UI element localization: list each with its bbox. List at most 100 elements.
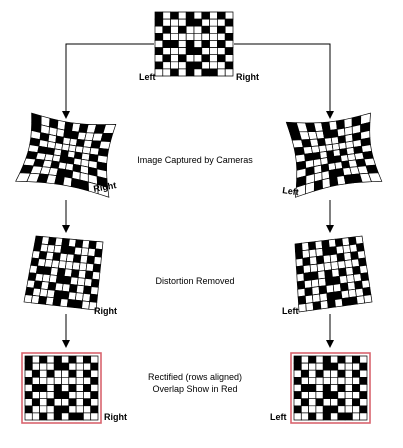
grid-cell-empty [217,32,226,41]
grid-cell-filled [24,376,33,385]
grid-cell-filled [193,18,203,27]
grid-cell-empty [347,281,356,291]
grid-cell-empty [224,68,234,77]
grid-cell-empty [330,369,339,378]
grid-cell-empty [337,260,346,270]
grid-cell-empty [344,362,353,371]
grid-cell-empty [319,292,328,302]
rectified-caption-line2: Overlap Show in Red [152,384,237,394]
grid-cell-filled [154,32,164,41]
grid-cell-empty [308,362,317,371]
grid-cell-empty [308,391,317,400]
grid-cell-filled [89,293,98,303]
grid-cell-filled [302,257,311,267]
grid-cell-filled [83,355,92,364]
grid-cell-empty [67,291,77,301]
grid-cell-empty [178,11,187,20]
grid-cell-empty [87,247,96,257]
grid-cell-empty [154,68,164,77]
grid-cell-empty [334,298,344,308]
rectified-right-label: Right [104,412,127,422]
grid-cell-filled [39,355,48,364]
grid-cell-empty [201,61,210,70]
grid-cell-filled [94,248,103,258]
grid-cell-filled [337,355,346,364]
grid-cell-filled [355,242,365,252]
grid-cell-empty [300,391,309,400]
grid-cell-empty [193,11,203,20]
grid-cell-empty [224,11,234,20]
captured-caption: Image Captured by Cameras [137,155,253,165]
grid-cell-filled [53,405,62,414]
grid-cell-empty [328,120,338,131]
grid-cell-filled [154,47,164,56]
grid-cell-empty [170,47,179,56]
grid-cell-empty [178,18,187,27]
grid-cell-filled [170,11,179,20]
grid-cell-empty [352,391,361,400]
grid-cell-empty [337,391,346,400]
grid-cell-empty [53,398,62,407]
grid-cell-filled [68,369,77,378]
grid-cell-filled [304,287,313,297]
grid-cell-filled [83,369,92,378]
source-calibration-grid [154,11,234,77]
grid-cell-empty [39,369,48,378]
grid-cell-empty [61,283,71,293]
grid-cell-filled [24,391,33,400]
grid-cell-filled [185,68,195,77]
grid-cell-empty [330,398,339,407]
rectified-left-grid [24,355,99,421]
grid-cell-empty [315,391,324,400]
grid-cell-empty [61,398,70,407]
grid-cell-filled [53,384,62,392]
grid-cell-empty [332,283,342,293]
grid-cell-empty [359,355,368,364]
grid-cell-empty [90,355,99,364]
grid-cell-empty [81,300,90,310]
grid-cell-empty [39,376,48,385]
grid-cell-empty [193,54,203,63]
grid-cell-empty [330,355,339,364]
grid-cell-empty [315,362,324,371]
grid-cell-empty [209,54,218,63]
grid-cell-filled [83,285,92,295]
grid-cell-empty [352,405,361,414]
grid-cell-empty [310,278,320,288]
grid-cell-empty [293,412,302,421]
grid-cell-filled [336,252,345,262]
grid-cell-empty [77,269,87,279]
grid-cell-empty [75,376,84,385]
grid-cell-empty [356,295,366,305]
grid-cell-filled [24,355,33,364]
grid-cell-empty [322,398,331,407]
grid-cell-empty [323,261,332,272]
grid-cell-empty [61,355,70,364]
grid-cell-empty [170,54,179,63]
grid-cell-empty [193,68,203,77]
grid-cell-empty [46,405,55,414]
grid-cell-filled [201,54,210,63]
grid-cell-filled [327,299,336,309]
grid-cell-empty [304,294,314,304]
grid-cell-empty [300,405,309,414]
grid-cell-empty [344,384,353,392]
grid-cell-empty [328,238,337,248]
grid-cell-filled [325,276,334,286]
grid-cell-empty [315,355,324,364]
grid-cell-empty [81,239,90,249]
grid-cell-empty [297,288,306,298]
grid-cell-filled [333,290,343,300]
grid-cell-filled [322,405,331,414]
rectified-right-grid [293,355,368,421]
grid-cell-empty [217,68,226,77]
grid-cell-empty [343,252,352,261]
grid-cell-empty [201,47,210,56]
grid-cell-filled [70,177,81,189]
grid-cell-filled [90,362,99,371]
arrow-to-right-camera [234,43,334,119]
grid-cell-empty [31,355,40,364]
grid-cell-filled [337,384,346,392]
grid-cell-filled [79,179,89,192]
grid-cell-filled [348,296,358,306]
